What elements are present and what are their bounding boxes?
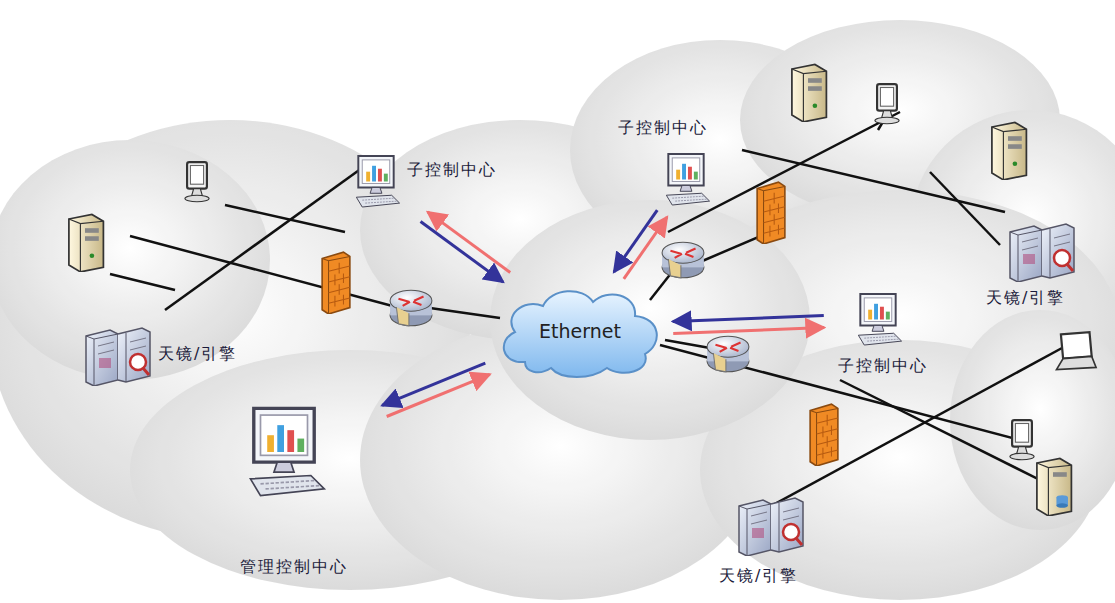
tianjing-icon — [82, 324, 154, 386]
node-label: Ethernet — [539, 320, 621, 343]
engine-server: 天镜/引擎 — [80, 322, 242, 386]
tianjing-icon — [1006, 220, 1078, 282]
tianjing-icon — [735, 494, 807, 556]
node-label: 天镜/引擎 — [719, 566, 798, 585]
data-flow-arrow — [673, 328, 824, 334]
control-center: 子控制中心 — [612, 112, 730, 207]
data-flow-arrow — [421, 222, 504, 283]
node-label: 天镜/引擎 — [986, 288, 1065, 307]
data-flow-arrow — [673, 316, 824, 322]
pcchart-icon — [852, 292, 904, 347]
pcchart-icon — [240, 405, 328, 499]
data-flow-arrow — [428, 212, 511, 273]
node-label: 子控制中心 — [407, 160, 497, 179]
pcchart-icon — [660, 152, 712, 207]
data-flow-arrow — [387, 374, 490, 416]
data-flow-arrow — [382, 363, 485, 405]
node-label: 子控制中心 — [618, 118, 708, 137]
control-center: 子控制中心 — [345, 150, 545, 212]
engine-server: 天镜/引擎 — [713, 492, 835, 594]
control-center: 管理控制中心 — [232, 405, 377, 587]
data-flow-arrow — [614, 210, 657, 272]
engine-server: 天镜/引擎 — [982, 218, 1094, 318]
control-center: 子控制中心 — [832, 290, 948, 385]
pcchart-icon — [350, 154, 402, 209]
network-cloud: Ethernet — [495, 282, 665, 380]
node-label: 天镜/引擎 — [158, 344, 237, 363]
node-label: 子控制中心 — [838, 356, 928, 375]
node-label: 管理控制中心 — [240, 557, 348, 576]
